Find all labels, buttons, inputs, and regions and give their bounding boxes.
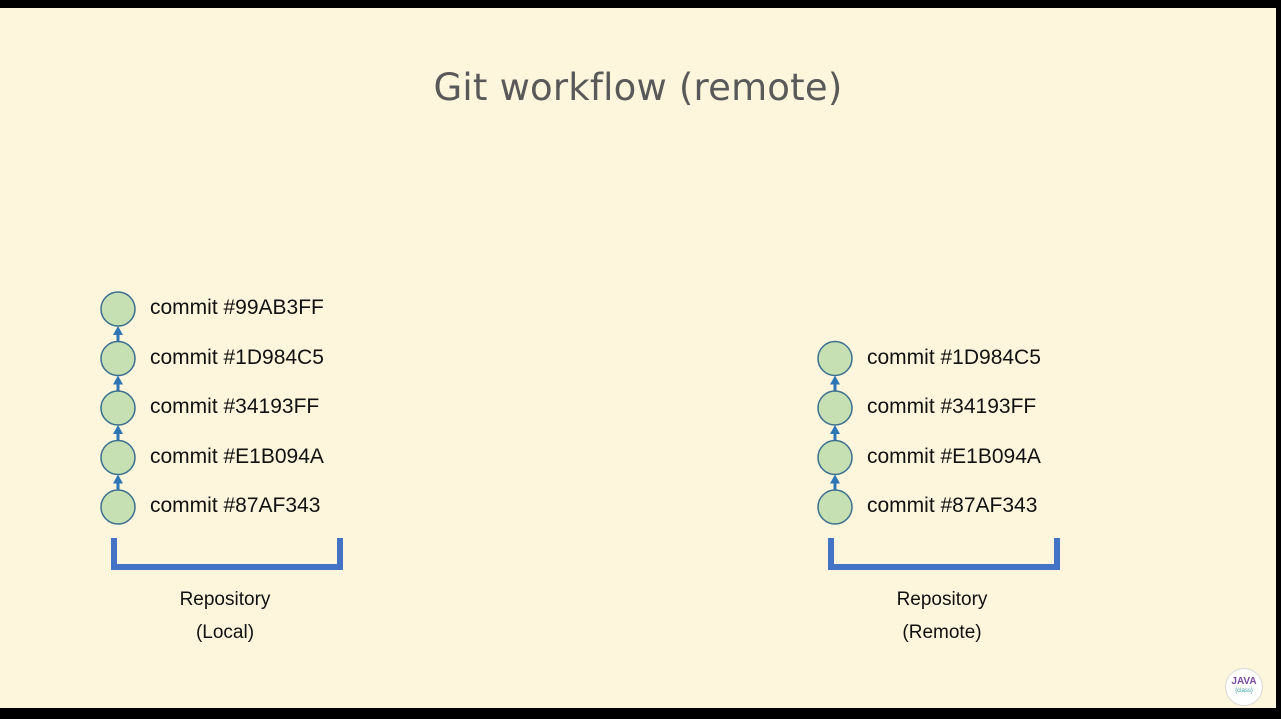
local-commit-node [100,390,136,426]
local-arrow-head [113,326,123,335]
local-repository-name: Repository [179,589,271,610]
local-commit-node [100,291,136,327]
slide: Git workflow (remote) Repository (Local)… [0,8,1276,708]
local-repository: Repository (Local) commit #99AB3FF commit… [95,286,395,666]
local-arrow-head [113,425,123,434]
local-commit-label: commit #99AB3FF [150,296,324,319]
local-commit-node [100,340,136,377]
local-commit-label: commit #87AF343 [150,494,321,517]
remote-repository-bracket [828,538,1060,570]
local-commit-graph [100,291,343,570]
slide-title: Git workflow (remote) [433,66,843,109]
local-repository-caption: Repository (Local) [125,583,325,649]
remote-commit-node [817,489,853,525]
local-commit-node [100,489,136,525]
java-class-logo: JAVA {class} [1225,668,1263,706]
remote-arrow-head [830,375,840,385]
remote-repository: Repository (Remote) commit #1D984C5 commi… [812,286,1112,666]
remote-commit-node [817,390,853,426]
remote-commit-node [817,340,853,377]
remote-commit-label: commit #E1B094A [867,444,1041,468]
local-repository-bracket [111,538,343,570]
remote-arrow-head [830,474,840,484]
remote-repository-location: (Remote) [902,622,982,643]
local-arrow-head [113,474,123,484]
remote-commit-label: commit #1D984C5 [867,345,1041,369]
local-commit-label: commit #1D984C5 [150,345,324,369]
local-commit-node [100,439,136,476]
remote-commit-label: commit #87AF343 [867,494,1038,517]
remote-arrow-head [830,425,840,434]
remote-commit-graph [817,340,1060,570]
local-commit-label: commit #E1B094A [150,444,324,468]
logo-text-java: JAVA [1231,676,1257,687]
remote-commit-label: commit #34193FF [867,395,1037,418]
remote-commit-node [817,439,853,476]
logo-text-class: {class} [1235,688,1253,694]
local-arrow-head [113,375,123,385]
remote-repository-name: Repository [896,589,988,610]
local-commit-label: commit #34193FF [150,395,320,418]
local-repository-location: (Local) [195,622,255,643]
remote-repository-caption: Repository (Remote) [842,583,1042,649]
